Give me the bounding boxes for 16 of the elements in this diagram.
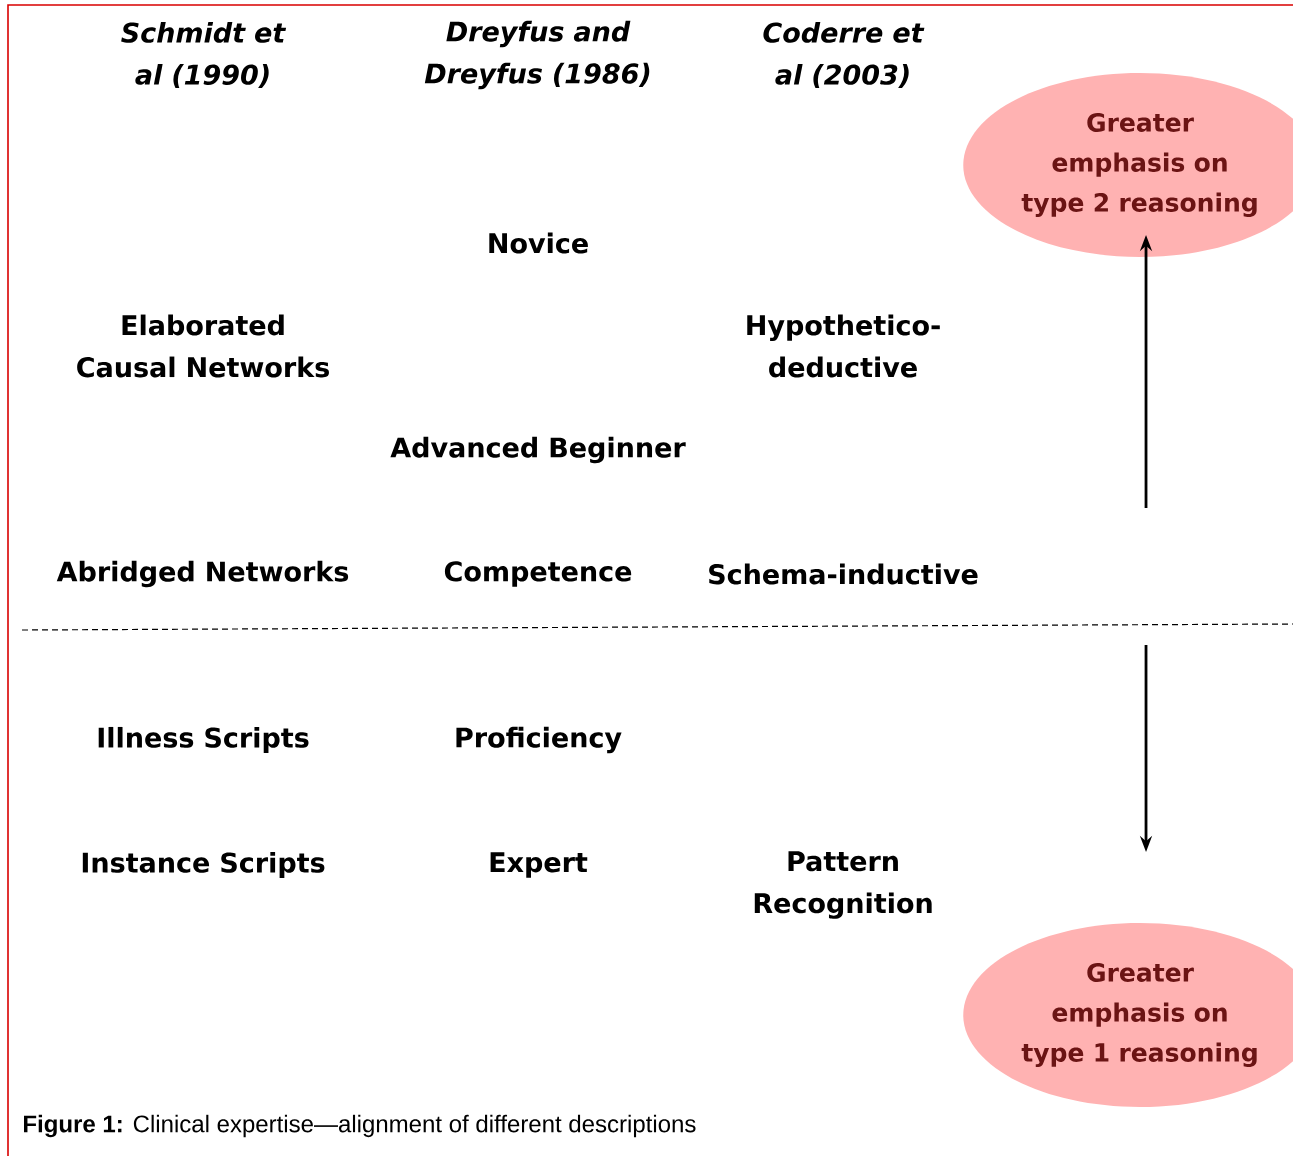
stage-label: Illness Scripts bbox=[98, 726, 309, 754]
column-heading: Coderre et al (2003) bbox=[763, 21, 925, 89]
stage-label: Hypothetico-deductive bbox=[747, 314, 940, 378]
stage-label: Abridged Networks bbox=[56, 560, 349, 588]
stage-label: Proficiency bbox=[456, 726, 622, 754]
stage-label: Novice bbox=[489, 232, 588, 254]
stage-label: Advanced Beginner bbox=[390, 436, 686, 464]
column-heading: Schmidt et al (1990) bbox=[121, 21, 287, 89]
figure-caption: Figure 1: Clinical expertise—alignment of different descriptions bbox=[24, 1114, 696, 1138]
stage-label: Pattern Recognition bbox=[754, 851, 932, 919]
stage-label: Elaborated Causal Networks bbox=[77, 314, 329, 378]
stage-label: Competence bbox=[444, 561, 632, 587]
stage-label: Expert bbox=[490, 852, 588, 878]
stage-label: Instance Scripts bbox=[82, 851, 325, 879]
column-heading: Dreyfus and Dreyfus (1986) bbox=[424, 20, 650, 90]
stage-label: Schema-inductive bbox=[709, 563, 978, 585]
